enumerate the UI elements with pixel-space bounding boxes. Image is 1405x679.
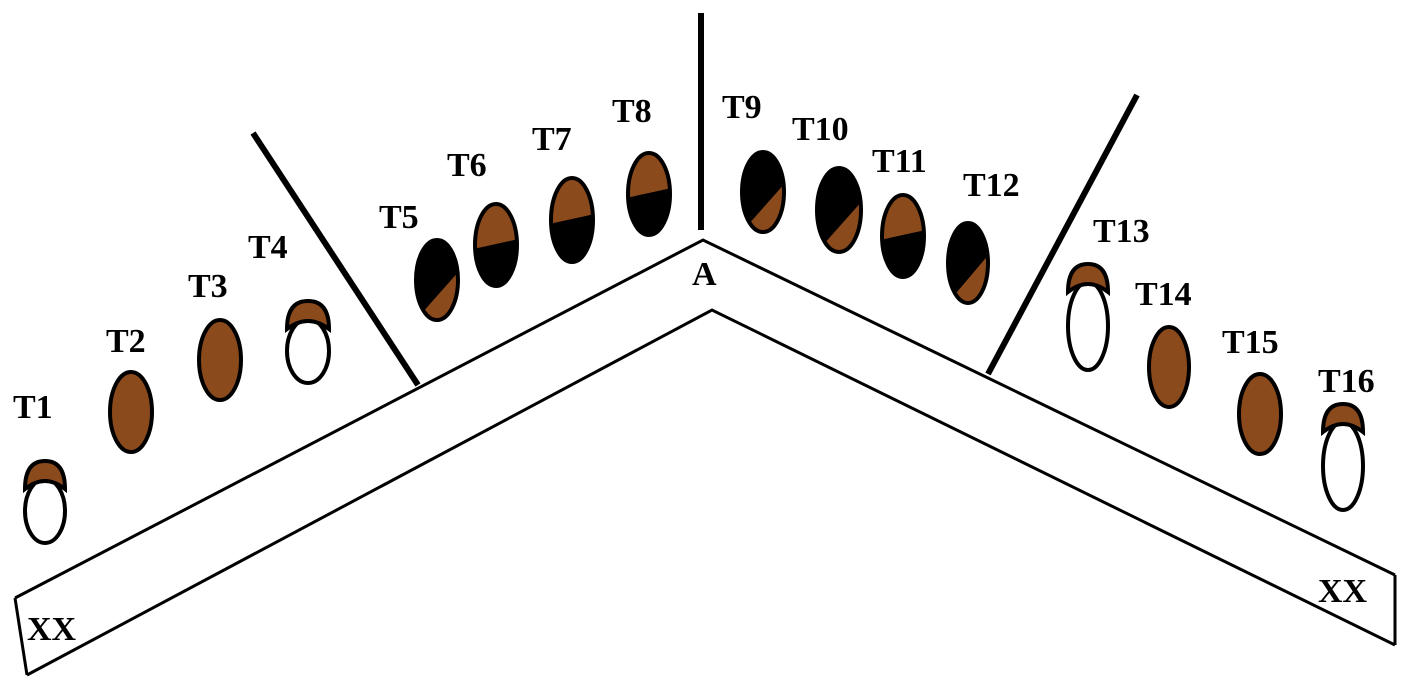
tooth-t10: T10	[792, 111, 863, 254]
tooth-shape	[1066, 280, 1110, 372]
tooth-cap	[284, 298, 332, 334]
tooth-cap	[22, 458, 68, 494]
tooth-label: T2	[106, 323, 146, 360]
arch-band	[13, 238, 1397, 677]
tooth-cap	[1065, 261, 1111, 297]
tooth-label: T4	[248, 229, 288, 266]
tooth-t4: T4	[248, 229, 332, 385]
tooth-shape	[108, 370, 154, 454]
tooth-shape	[946, 221, 990, 305]
tooth-shape	[285, 317, 331, 385]
tooth-t12: T12	[946, 167, 1020, 305]
tooth-t8: T8	[612, 93, 672, 237]
tooth-shape	[1321, 420, 1365, 512]
tooth-shape	[197, 318, 243, 402]
tooth-label: T5	[379, 199, 419, 236]
arch-left-end	[13, 597, 29, 676]
tooth-shape	[880, 193, 926, 279]
tooth-label: T14	[1135, 276, 1192, 313]
tooth-shape	[626, 151, 672, 237]
tooth-label: T10	[792, 111, 849, 148]
tooth-shape	[473, 202, 519, 288]
tooth-t5: T5	[379, 199, 460, 322]
tooth-t11: T11	[872, 143, 927, 279]
tooth-label: T7	[532, 121, 572, 158]
tooth-cap	[1320, 401, 1366, 437]
tooth-t13: T13	[1065, 213, 1150, 372]
tooth-label: T9	[722, 89, 762, 126]
tooth-shape	[1147, 325, 1191, 409]
tooth-t2: T2	[106, 323, 154, 454]
tooth-t1: T1	[13, 389, 68, 545]
tooth-t3: T3	[188, 268, 243, 402]
arch-outer-line	[14, 238, 1396, 600]
tooth-shape	[815, 166, 863, 254]
tooth-label: T6	[447, 147, 487, 184]
tooth-label: T16	[1318, 363, 1375, 400]
tooth-label: T11	[872, 143, 927, 180]
tooth-shape	[23, 477, 67, 545]
tooth-shape	[549, 176, 595, 264]
apex-label: A	[692, 256, 717, 293]
tooth-shape	[740, 150, 786, 234]
divider-left	[250, 131, 421, 387]
tooth-t6: T6	[447, 147, 519, 288]
tooth-t16: T16	[1318, 363, 1375, 512]
right-end-label: XX	[1318, 573, 1368, 610]
tooth-label: T3	[188, 268, 228, 305]
tooth-t9: T9	[722, 89, 786, 234]
tooth-shape	[1237, 372, 1283, 456]
tooth-label: T12	[963, 167, 1020, 204]
tooth-t15: T15	[1222, 324, 1283, 456]
tooth-t14: T14	[1135, 276, 1192, 409]
arch-inner-line	[26, 308, 1396, 677]
tooth-t7: T7	[532, 121, 595, 264]
sector-dividers	[250, 13, 1140, 387]
left-end-label: XX	[27, 611, 77, 648]
tooth-label: T1	[13, 389, 53, 426]
tooth-label: T15	[1222, 324, 1279, 361]
tooth-shape	[414, 238, 460, 322]
tooth-label: T13	[1093, 213, 1150, 250]
divider-right	[985, 93, 1140, 376]
tooth-label: T8	[612, 93, 652, 130]
